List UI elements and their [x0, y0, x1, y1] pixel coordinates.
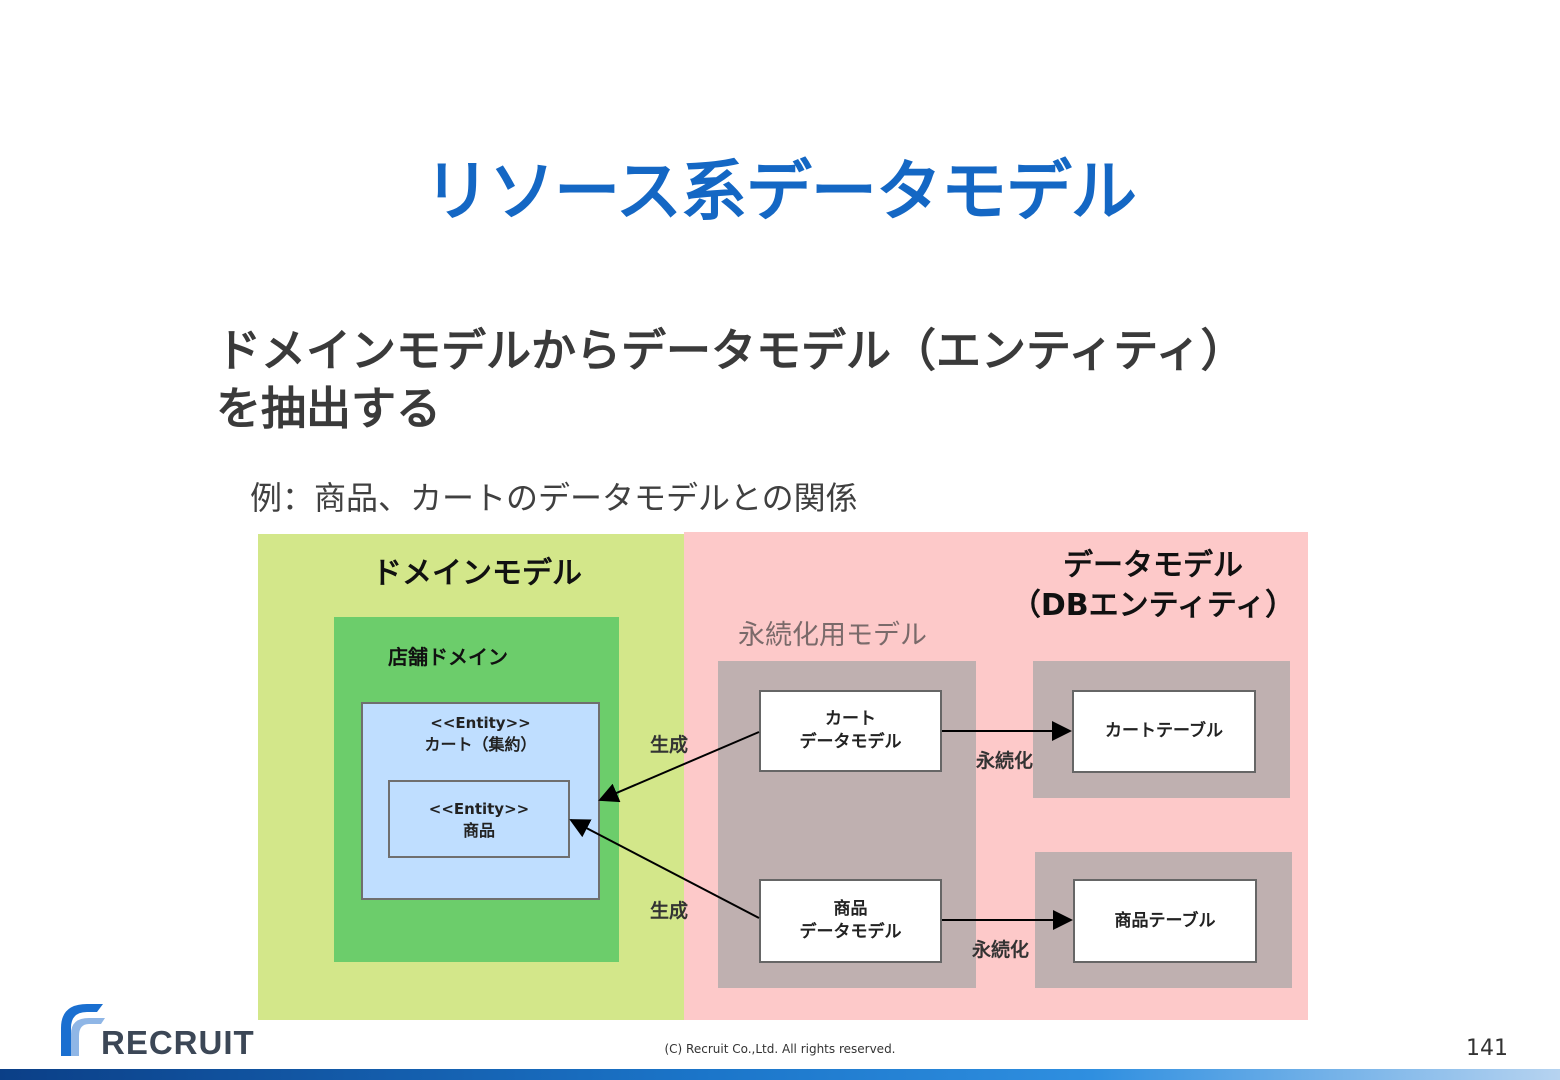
generate-arrow-item: [569, 819, 760, 919]
item-table-label: 商品テーブル: [1114, 910, 1216, 931]
item-table-box: 商品テーブル: [1073, 879, 1257, 963]
item-data-model-box: 商品 データモデル: [759, 879, 942, 963]
domain-model-label: ドメインモデル: [372, 556, 582, 591]
main-heading: ドメインモデルからデータモデル（エンティティ） を抽出する: [216, 322, 1246, 438]
item-data-model-line1: 商品: [833, 899, 868, 919]
cart-data-model-line1: カート: [825, 709, 876, 729]
item-stereotype: <<Entity>>: [428, 800, 530, 818]
footer-bar: [0, 1069, 1560, 1080]
generate-label-1: 生成: [650, 734, 689, 756]
cart-data-model-line2: データモデル: [799, 732, 902, 752]
cart-data-model-box: カート データモデル: [759, 690, 942, 772]
data-model-label: データモデル （DBエンティティ）: [1008, 546, 1298, 626]
persist-label-1: 永続化: [976, 750, 1034, 772]
data-model-label-line1: データモデル: [1063, 548, 1243, 583]
data-model-label-line2: （DBエンティティ）: [1010, 588, 1296, 623]
page-number: 141: [1466, 1036, 1508, 1061]
heading-line-2: を抽出する: [216, 382, 442, 435]
logo-text: RECRUIT: [101, 1024, 255, 1061]
generate-label-2: 生成: [650, 900, 689, 922]
cart-table-label: カートテーブル: [1105, 721, 1223, 741]
cart-aggregate-name: カート（集約）: [424, 735, 537, 754]
cart-table-box: カートテーブル: [1072, 690, 1256, 773]
item-data-model-line2: データモデル: [799, 922, 902, 942]
cart-stereotype: <<Entity>>: [430, 714, 531, 732]
item-entity: <<Entity>> 商品: [388, 780, 570, 858]
example-caption: 例：商品、カートのデータモデルとの関係: [250, 479, 858, 517]
recruit-logo: RECRUIT: [57, 1000, 287, 1061]
generate-arrow-cart: [598, 731, 760, 803]
persistence-model-label: 永続化用モデル: [738, 620, 927, 651]
heading-line-1: ドメインモデルからデータモデル（エンティティ）: [216, 324, 1246, 377]
store-domain-label: 店舗ドメイン: [388, 645, 508, 669]
copyright: (C) Recruit Co.,Ltd. All rights reserved…: [664, 1042, 896, 1056]
persist-label-2: 永続化: [972, 939, 1030, 961]
slide-title: リソース系データモデル: [424, 153, 1137, 230]
item-entity-name: 商品: [462, 821, 495, 840]
logo-mark-icon: [61, 1004, 105, 1056]
